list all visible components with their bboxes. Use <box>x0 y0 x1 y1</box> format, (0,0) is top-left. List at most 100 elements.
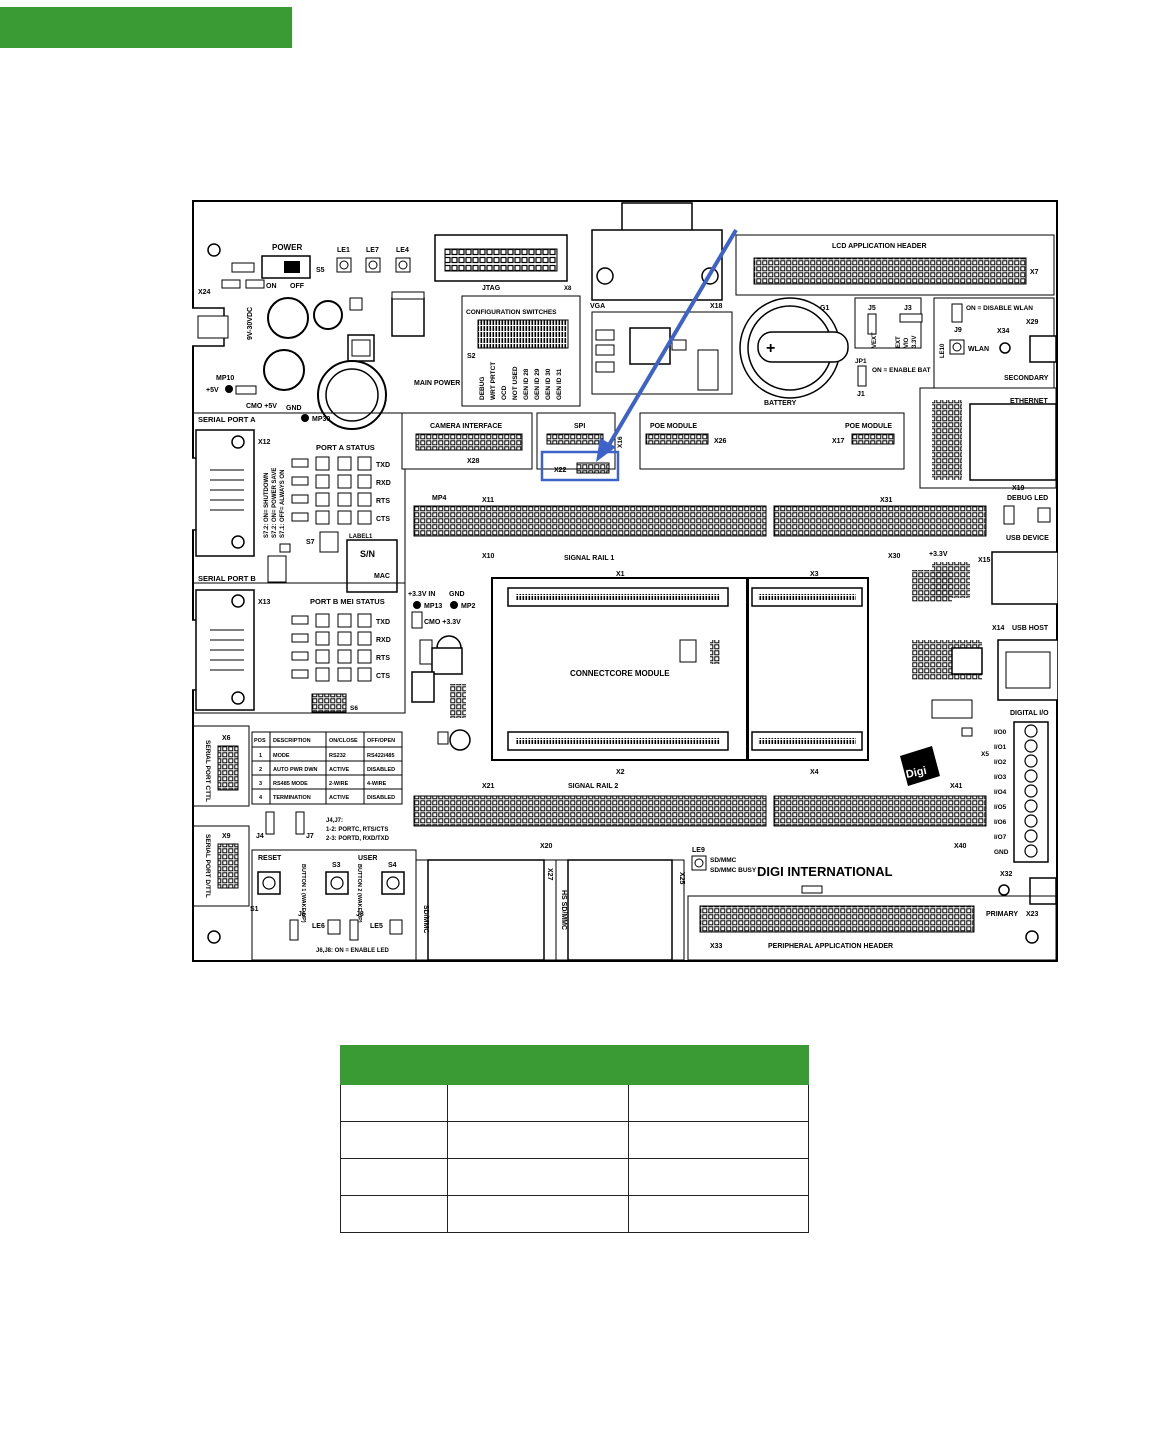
svg-text:SERIAL PORT CTTL: SERIAL PORT CTTL <box>204 740 211 802</box>
svg-text:GND: GND <box>449 591 465 598</box>
svg-text:PORT B MEI STATUS: PORT B MEI STATUS <box>310 597 385 606</box>
poe-module-header-1 <box>645 433 709 445</box>
svg-text:J4: J4 <box>256 833 264 840</box>
svg-text:S2: S2 <box>467 353 476 360</box>
svg-text:ON: ON <box>266 283 277 290</box>
svg-text:ON/CLOSE: ON/CLOSE <box>329 738 358 744</box>
svg-text:S3: S3 <box>332 862 341 869</box>
svg-text:DEBUG: DEBUG <box>479 377 486 400</box>
svg-text:VGA: VGA <box>590 303 605 310</box>
svg-text:CTS: CTS <box>376 673 390 680</box>
svg-text:MP2: MP2 <box>461 603 476 610</box>
table-row <box>340 1084 809 1122</box>
svg-text:MODE: MODE <box>273 753 290 759</box>
svg-text:LCD APPLICATION HEADER: LCD APPLICATION HEADER <box>832 243 927 250</box>
svg-text:ACTIVE: ACTIVE <box>329 767 350 773</box>
table-header <box>340 1045 809 1085</box>
svg-text:GEN ID 29: GEN ID 29 <box>534 368 541 400</box>
svg-text:+5V: +5V <box>206 387 219 394</box>
svg-text:+: + <box>766 340 775 357</box>
svg-text:CONFIGURATION SWITCHES: CONFIGURATION SWITCHES <box>466 309 557 316</box>
svg-text:X24: X24 <box>198 289 211 296</box>
svg-text:X13: X13 <box>258 599 271 606</box>
svg-text:SIGNAL RAIL 2: SIGNAL RAIL 2 <box>568 783 618 790</box>
info-table <box>340 1045 809 1233</box>
svg-text:X29: X29 <box>1026 319 1039 326</box>
svg-text:X25: X25 <box>678 872 685 885</box>
port-a-leds <box>291 456 372 525</box>
ethernet-jack <box>969 403 1057 481</box>
camera-interface-header <box>415 433 523 451</box>
svg-text:+3.3V: +3.3V <box>929 551 948 558</box>
svg-text:SERIAL PORT A: SERIAL PORT A <box>198 415 256 424</box>
reset-button[interactable] <box>257 871 281 895</box>
svg-text:RXD: RXD <box>376 637 391 644</box>
svg-text:Digi: Digi <box>905 765 928 781</box>
button-1[interactable] <box>325 871 349 895</box>
svg-text:I/O0: I/O0 <box>994 729 1007 736</box>
pointer-arrow <box>604 228 738 452</box>
primary-antenna-connector <box>1029 877 1057 905</box>
svg-text:LE5: LE5 <box>370 923 383 930</box>
svg-text:X11: X11 <box>482 497 494 504</box>
svg-text:USER: USER <box>358 855 377 862</box>
svg-text:TERMINATION: TERMINATION <box>273 795 311 801</box>
svg-text:J5: J5 <box>868 305 876 312</box>
svg-text:2-WIRE: 2-WIRE <box>329 781 349 787</box>
svg-text:J8: J8 <box>356 911 364 918</box>
svg-text:X8: X8 <box>564 286 572 292</box>
svg-text:X12: X12 <box>258 439 271 446</box>
serial-d-header <box>217 843 239 889</box>
svg-text:SD/MMC: SD/MMC <box>422 905 429 933</box>
svg-text:RESET: RESET <box>258 855 282 862</box>
svg-text:WLAN: WLAN <box>968 346 989 353</box>
svg-text:X20: X20 <box>540 843 553 850</box>
svg-text:X9: X9 <box>222 833 231 840</box>
svg-text:SD/MMC: SD/MMC <box>710 857 737 864</box>
svg-text:CTS: CTS <box>376 516 390 523</box>
svg-text:RTS: RTS <box>376 498 390 505</box>
svg-text:J6: J6 <box>298 911 306 918</box>
svg-text:MP13: MP13 <box>424 603 442 610</box>
svg-text:J3: J3 <box>904 305 912 312</box>
svg-text:EXT: EXT <box>896 336 902 348</box>
svg-text:SERIAL PORT B: SERIAL PORT B <box>198 574 256 583</box>
svg-text:J1: J1 <box>857 391 865 398</box>
svg-text:LE9: LE9 <box>692 847 705 854</box>
svg-text:X21: X21 <box>482 783 495 790</box>
button-2[interactable] <box>381 871 405 895</box>
svg-text:SIGNAL RAIL 1: SIGNAL RAIL 1 <box>564 555 614 562</box>
svg-text:GND: GND <box>994 849 1009 856</box>
configuration-switches <box>461 295 581 407</box>
svg-text:RS232: RS232 <box>329 753 346 759</box>
svg-text:ON = DISABLE WLAN: ON = DISABLE WLAN <box>966 305 1033 312</box>
svg-text:J6,J8: ON = ENABLE LED: J6,J8: ON = ENABLE LED <box>316 948 390 954</box>
svg-text:OFF: OFF <box>290 283 305 290</box>
svg-text:X23: X23 <box>1026 911 1039 918</box>
svg-text:X41: X41 <box>950 783 963 790</box>
svg-text:CONNECTCORE MODULE: CONNECTCORE MODULE <box>570 669 670 678</box>
svg-text:X26: X26 <box>714 438 727 445</box>
sdmmc-slot <box>427 859 545 961</box>
svg-text:DISABLED: DISABLED <box>367 795 395 801</box>
svg-text:ON = ENABLE BAT: ON = ENABLE BAT <box>872 367 931 374</box>
capacitor-c104 <box>267 297 309 339</box>
svg-text:1: 1 <box>259 753 262 759</box>
digi-logo: Digi <box>900 746 940 786</box>
svg-text:2: 2 <box>259 767 262 773</box>
svg-text:X15: X15 <box>978 557 991 564</box>
svg-text:X18: X18 <box>710 303 723 310</box>
svg-text:RS485 MODE: RS485 MODE <box>273 781 308 787</box>
svg-text:AUTO PWR DWN: AUTO PWR DWN <box>273 767 318 773</box>
svg-text:X19: X19 <box>1012 485 1025 492</box>
svg-text:1-2: PORTC, RTS/CTS: 1-2: PORTC, RTS/CTS <box>326 827 388 833</box>
svg-text:JTAG: JTAG <box>482 285 501 292</box>
svg-text:X2: X2 <box>616 769 625 776</box>
svg-text:S7.2: ON= POWER SAVE: S7.2: ON= POWER SAVE <box>272 468 278 538</box>
svg-text:X33: X33 <box>710 943 723 950</box>
svg-text:BUTTON 2 (WAKE-UP): BUTTON 2 (WAKE-UP) <box>356 864 362 923</box>
svg-text:X16: X16 <box>617 436 624 448</box>
power-label: POWER <box>272 243 302 252</box>
svg-text:S5: S5 <box>316 267 325 274</box>
svg-text:I/O7: I/O7 <box>994 834 1007 841</box>
